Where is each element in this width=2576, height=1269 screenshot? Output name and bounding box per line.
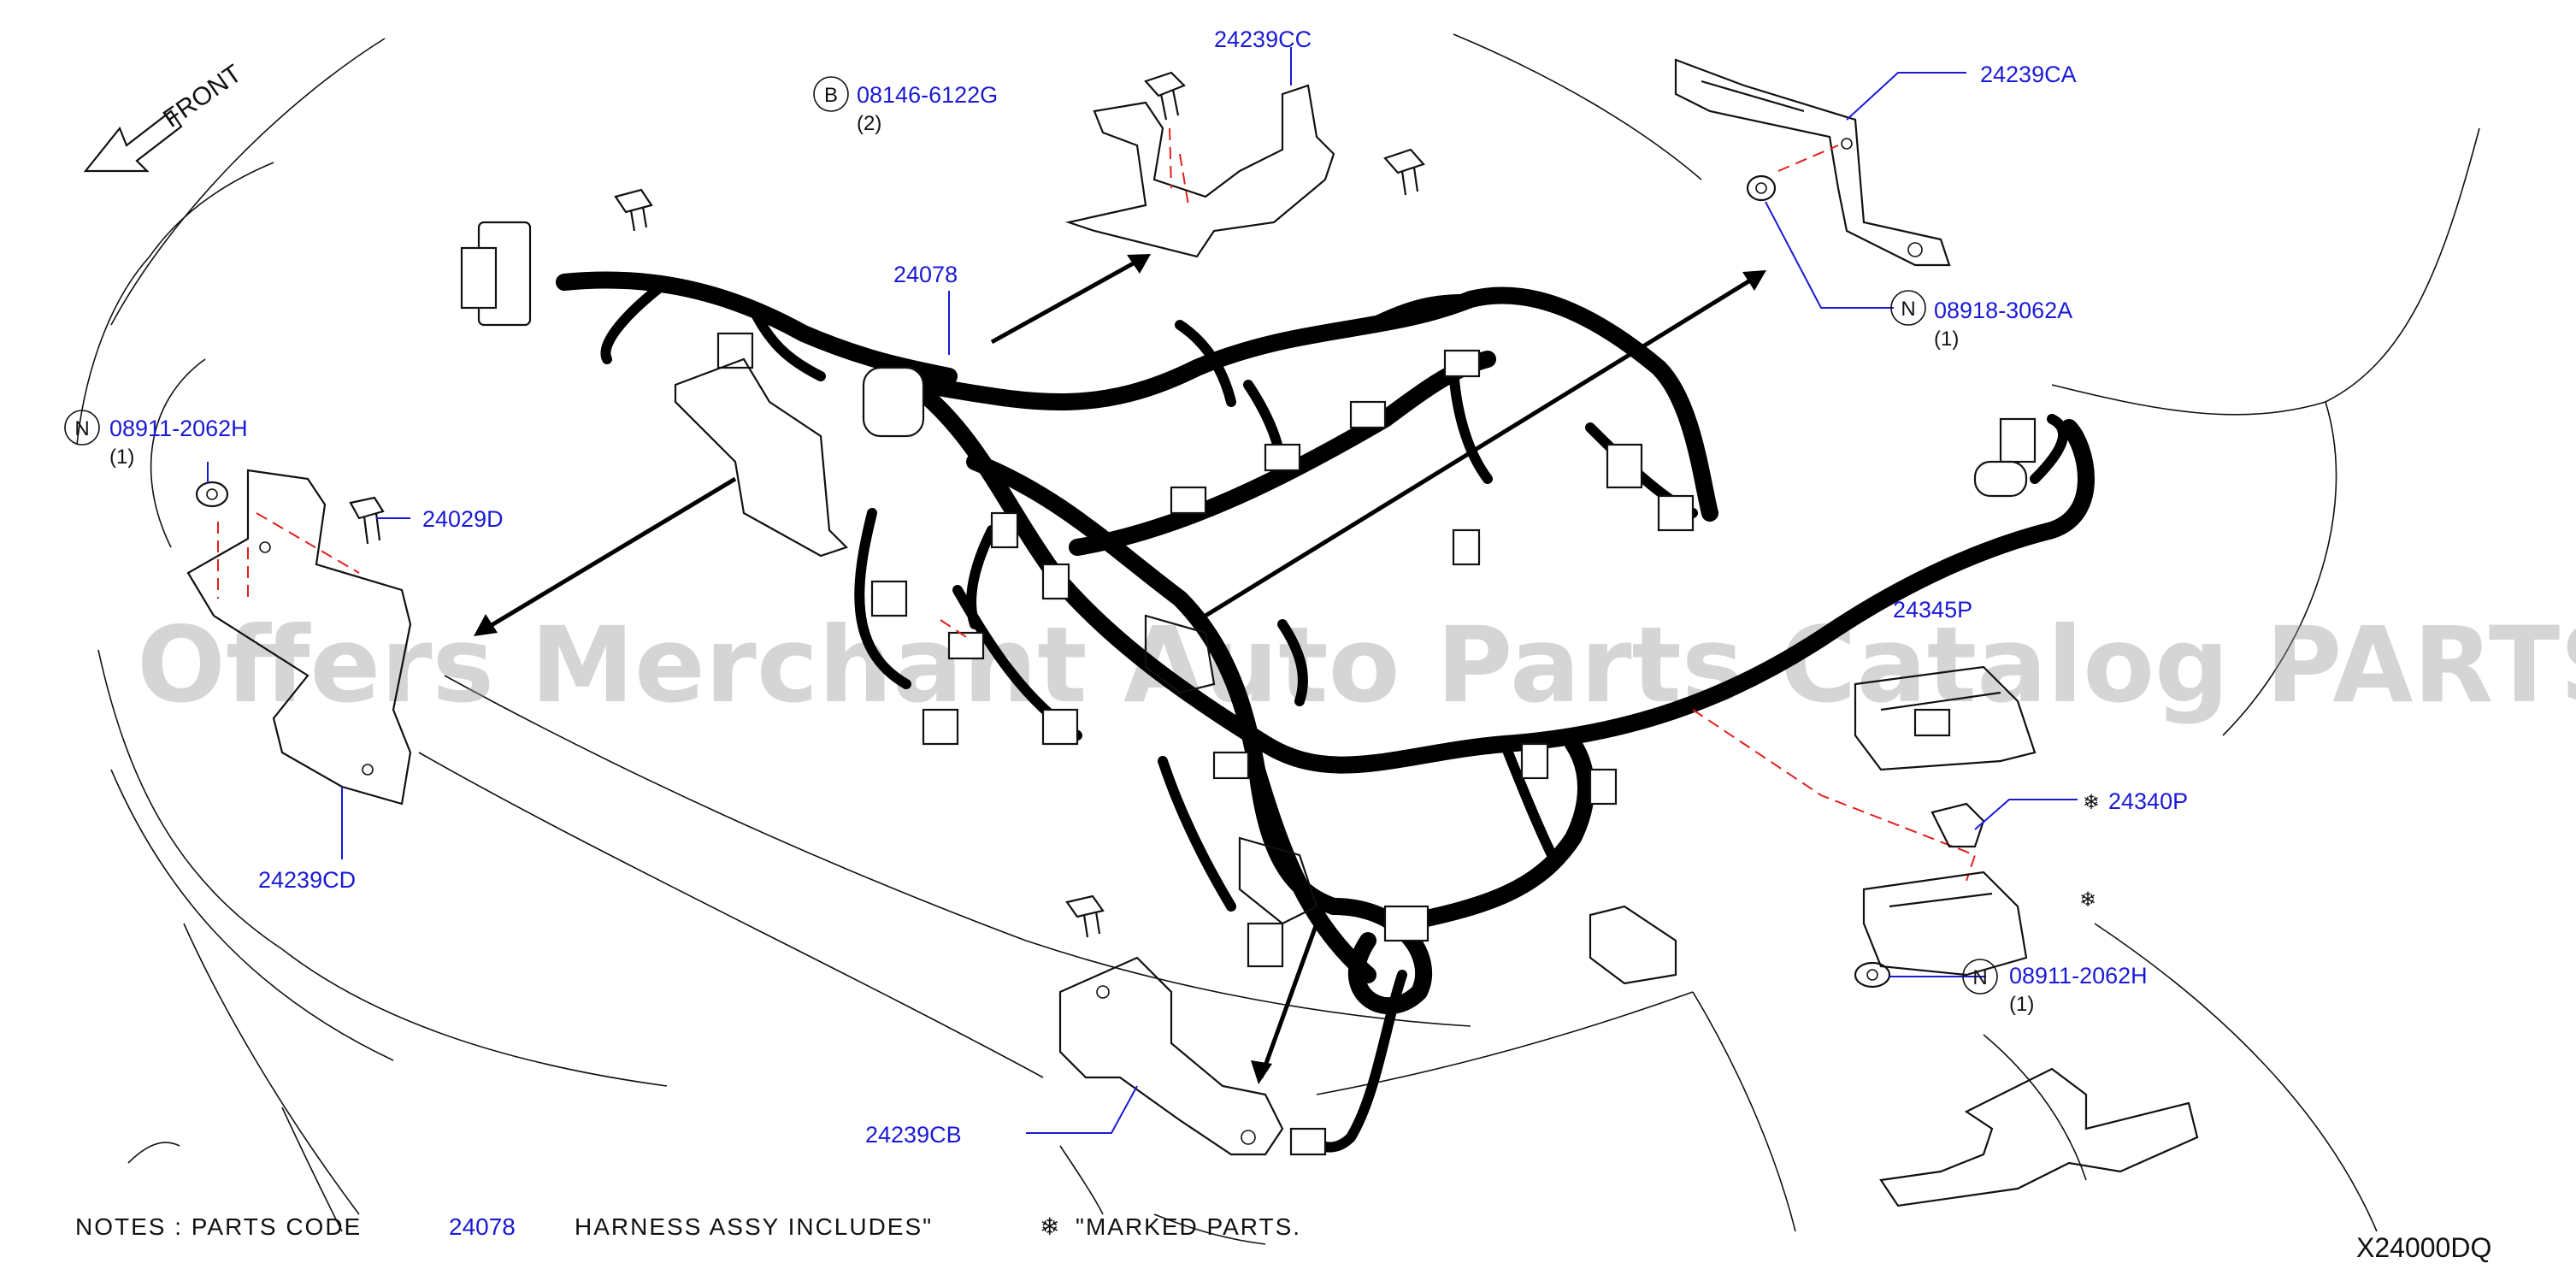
bracket-lower-right xyxy=(1879,1067,2199,1207)
fusible-link-24345p xyxy=(1854,665,2037,771)
diagram-code: X24000DQ xyxy=(2356,1232,2491,1263)
front-arrow-icon xyxy=(83,109,183,173)
marker-icon: ❄ xyxy=(2083,791,2100,814)
qty-08918-3062a: (1) xyxy=(1934,328,1959,351)
callout-symbol-b: B xyxy=(824,84,838,107)
label-08911-2062h-left[interactable]: 08911-2062H xyxy=(109,416,248,441)
qty-08146-6122g: (2) xyxy=(857,112,881,135)
label-24239ca[interactable]: 24239CA xyxy=(1980,62,2077,87)
symbol-circle xyxy=(1962,959,1998,995)
label-24078[interactable]: 24078 xyxy=(893,262,958,287)
label-08911-2062h-right[interactable]: 08911-2062H xyxy=(2009,963,2148,989)
nut-08911-2062h-right xyxy=(1854,961,1891,989)
fuse-block xyxy=(1862,871,2028,977)
notes-code[interactable]: 24078 xyxy=(449,1213,516,1240)
callout-symbol-n: N xyxy=(1901,298,1915,321)
symbol-circle xyxy=(1890,290,1926,326)
bracket-24239ca xyxy=(1674,58,1951,267)
nut-08911-2062h-left xyxy=(195,481,229,508)
callout-holder: ❄ 24340P xyxy=(2083,788,2188,814)
label-24340p[interactable]: 24340P xyxy=(2108,788,2188,814)
front-label: FRONT xyxy=(158,59,247,133)
qty-08911-2062h-left: (1) xyxy=(109,446,134,469)
label-24239cb[interactable]: 24239CB xyxy=(865,1122,962,1148)
clip-24029d xyxy=(349,496,385,545)
fusible-link-leader xyxy=(1692,709,1977,882)
label-08146-6122g[interactable]: 08146-6122G xyxy=(857,82,998,108)
leader-lines xyxy=(207,47,2078,1134)
label-24239cc[interactable]: 24239CC xyxy=(1214,27,1312,52)
label-08918-3062a[interactable]: 08918-3062A xyxy=(1934,298,2072,323)
callout-nut-top: N 08918-3062A (1) xyxy=(1890,290,2072,351)
callout-symbol-n: N xyxy=(1972,966,1987,989)
bracket-24239cc xyxy=(1064,84,1335,258)
watermark-text: Offers Merchant Auto Parts Catalog PARTS… xyxy=(137,605,2576,726)
notes-mid: HARNESS ASSY INCLUDES" xyxy=(575,1213,933,1240)
engine-brackets xyxy=(674,357,1677,985)
marker-icon: ❄ xyxy=(2079,888,2096,912)
bolt-08146-6122g xyxy=(614,71,1425,938)
label-24239cd[interactable]: 24239CD xyxy=(258,867,356,893)
symbol-circle xyxy=(64,410,100,446)
notes-marker-icon: ❄ xyxy=(1040,1213,1061,1240)
callout-symbol-n: N xyxy=(74,417,89,440)
callout-nut-left: N 08911-2062H (1) xyxy=(64,410,248,469)
body-outlines xyxy=(76,33,2480,1245)
direction-arrows xyxy=(474,254,1766,1084)
holder-24340p xyxy=(1931,802,1985,848)
bracket-24239cd xyxy=(186,469,412,806)
nut-08918-3062a xyxy=(1746,174,1777,202)
callout-bolt-b: B 08146-6122G (2) xyxy=(813,76,998,135)
callout-nut-right: N 08911-2062H (1) xyxy=(1962,959,2148,1016)
label-24029d[interactable]: 24029D xyxy=(422,506,504,532)
bracket-24239cb xyxy=(1058,956,1284,1156)
notes-prefix: NOTES : PARTS CODE xyxy=(75,1213,362,1240)
harness-connectors xyxy=(460,221,2037,1156)
label-24345p[interactable]: 24345P xyxy=(1893,597,1972,623)
notes-suffix: "MARKED PARTS. xyxy=(1076,1213,1301,1240)
symbol-circle xyxy=(813,76,849,112)
notes-line: NOTES : PARTS CODE 24078 HARNESS ASSY IN… xyxy=(75,1213,1301,1240)
qty-08911-2062h-right: (1) xyxy=(2009,993,2034,1016)
